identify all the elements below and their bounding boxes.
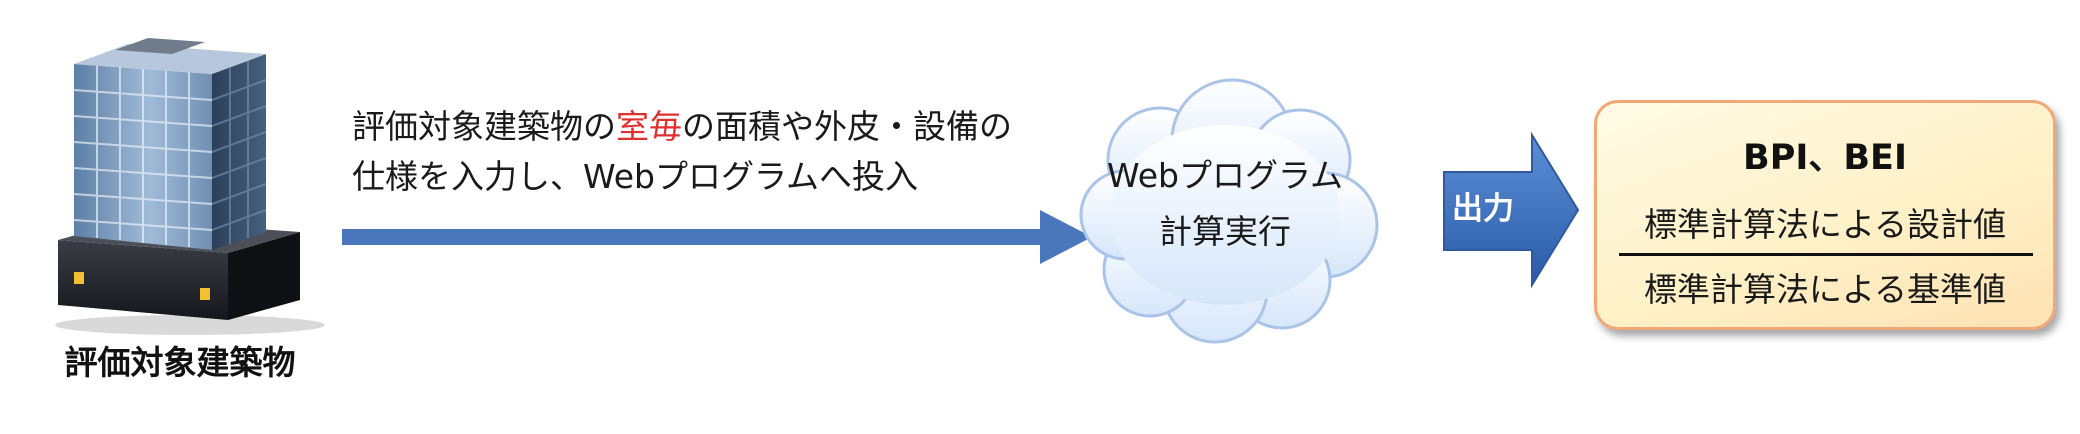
output-arrow <box>1443 131 1580 289</box>
result-box: BPI、BEI 標準計算法による設計値 標準計算法による基準値 <box>1594 100 2056 330</box>
description-highlight: 室毎 <box>616 107 682 146</box>
output-label: 出力 <box>1452 191 1514 227</box>
cloud-text-line-2: 計算実行 <box>1159 212 1291 251</box>
result-numerator: 標準計算法による設計値 <box>1643 205 2006 244</box>
fraction-line <box>1619 253 2033 256</box>
description-line-1-before: 評価対象建築物の <box>352 107 616 146</box>
cloud-text: Webプログラム 計算実行 <box>1090 148 1360 260</box>
result-title: BPI、BEI <box>1743 138 1907 178</box>
description-text: 評価対象建築物の室毎の面積や外皮・設備の 仕様を入力し、Webプログラムへ投入 <box>352 102 1012 202</box>
input-arrow <box>342 210 1092 264</box>
office-building-icon <box>55 38 325 335</box>
cloud-text-line-1: Webプログラム <box>1107 156 1343 195</box>
description-line-1: 評価対象建築物の室毎の面積や外皮・設備の <box>352 102 1012 152</box>
result-denominator: 標準計算法による基準値 <box>1643 270 2006 309</box>
description-line-2: 仕様を入力し、Webプログラムへ投入 <box>352 157 918 196</box>
building-label: 評価対象建築物 <box>64 343 296 382</box>
cloud-shape <box>1079 78 1379 344</box>
description-line-1-after: の面積や外皮・設備の <box>682 107 1012 146</box>
